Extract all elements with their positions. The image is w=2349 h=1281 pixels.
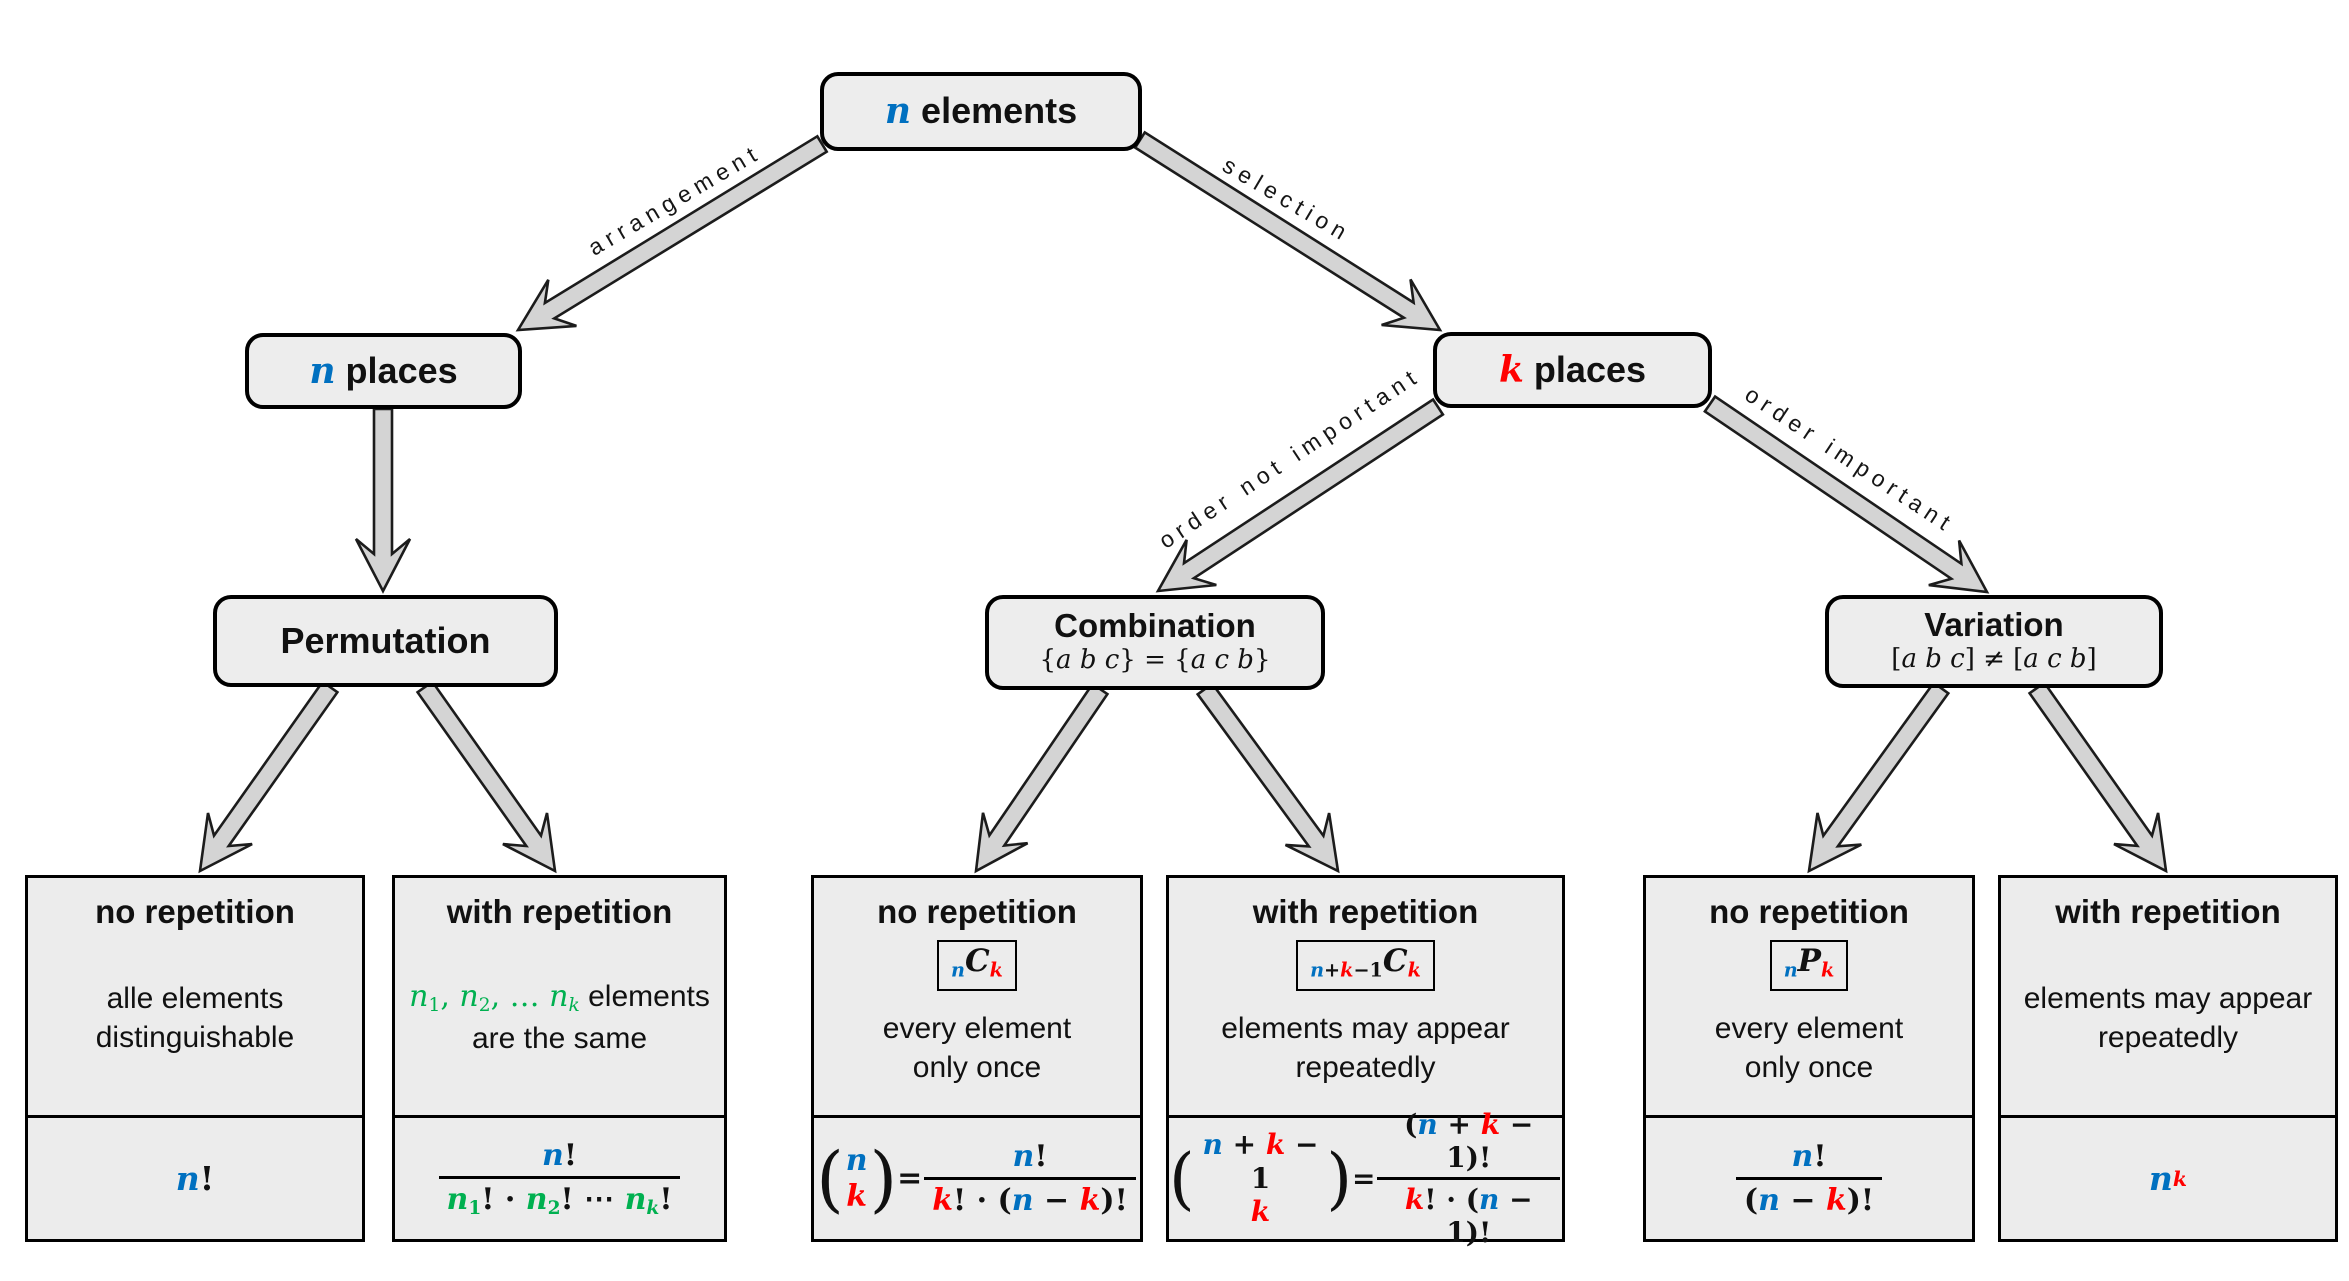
node-permutation: Permutation	[213, 595, 558, 687]
card-formula: n!	[175, 1159, 215, 1198]
description-line: n1, n2, … nk elements	[409, 979, 710, 1017]
card-formula: n!n1! · n2! ⋯ nk!	[395, 1118, 724, 1239]
description-line: elements may appear	[1221, 1011, 1510, 1045]
node-title: Variation	[1924, 606, 2064, 644]
card-description: every element only once	[883, 991, 1071, 1115]
description-line: alle elements	[106, 981, 284, 1015]
notation-box: n+k−1Ck	[1296, 940, 1435, 991]
card-heading: no repetition	[877, 893, 1077, 930]
card-heading: with repetition	[446, 893, 673, 930]
description-line: repeatedly	[2097, 1020, 2239, 1054]
edge-arrangement-arrow	[515, 134, 829, 332]
edge-permutation-with-rep-arrow	[415, 679, 557, 874]
card-description: n1, n2, … nk elements are the same	[409, 930, 710, 1115]
description-line: repeatedly	[1295, 1050, 1436, 1084]
node-k-places: k places	[1433, 332, 1712, 408]
card-heading: no repetition	[95, 893, 295, 930]
card-description: elements may appear repeatedly	[1221, 991, 1510, 1115]
edge-permutation-no-rep-arrow	[198, 679, 340, 874]
card-combination-with-repetition: with repetition n+k−1Ck elements may app…	[1166, 875, 1565, 1249]
card-variation-no-repetition: no repetition nPk every element only onc…	[1643, 875, 1975, 1242]
card-variation-with-repetition: with repetition elements may appear repe…	[1998, 875, 2338, 1242]
notation-box: nCk	[937, 940, 1017, 991]
node-subtitle: {a b c} = {a c b}	[1039, 644, 1271, 675]
card-description: alle elements distinguishable	[96, 930, 294, 1115]
node-title: k places	[1498, 348, 1647, 391]
description-line: only once	[912, 1050, 1042, 1084]
description-line: are the same	[471, 1021, 648, 1055]
node-title: Combination	[1054, 607, 1256, 645]
description-line: elements may appear	[2023, 981, 2313, 1015]
card-description: every element only once	[1715, 991, 1903, 1115]
edge-selection-arrow	[1133, 130, 1443, 332]
card-heading: with repetition	[2055, 893, 2281, 930]
edge-variation-with-rep-arrow	[2027, 680, 2168, 874]
description-line: every element	[882, 1011, 1072, 1045]
node-combination: Combination {a b c} = {a c b}	[985, 595, 1325, 690]
card-description: elements may appear repeatedly	[2024, 930, 2313, 1115]
card-combination-no-repetition: no repetition nCk every element only onc…	[811, 875, 1143, 1242]
node-n-places: n places	[245, 333, 522, 409]
node-title: Permutation	[280, 620, 491, 662]
card-heading: no repetition	[1709, 893, 1909, 930]
edge-combination-with-rep-arrow	[1195, 681, 1340, 874]
description-line: distinguishable	[95, 1020, 295, 1054]
edge-order-not-important-arrow	[1155, 397, 1445, 593]
edge-variation-no-rep-arrow	[1807, 680, 1951, 874]
notation-box: nPk	[1769, 940, 1849, 991]
node-title: n elements	[884, 90, 1078, 133]
description-line: only once	[1744, 1050, 1874, 1084]
edge-combination-no-rep-arrow	[974, 682, 1110, 874]
node-variation: Variation [a b c] ≠ [a c b]	[1825, 595, 2163, 688]
card-permutation-no-repetition: no repetition alle elements distinguisha…	[25, 875, 365, 1242]
card-formula: n!(n − k)!	[1646, 1118, 1972, 1239]
card-heading: with repetition	[1252, 893, 1479, 930]
edge-n-places-permutation-arrow	[354, 407, 412, 594]
node-n-elements: n elements	[820, 72, 1142, 151]
node-subtitle: [a b c] ≠ [a c b]	[1891, 643, 2097, 674]
edge-order-important-arrow	[1703, 394, 1990, 594]
node-title: n places	[309, 349, 458, 392]
card-permutation-with-repetition: with repetition n1, n2, … nk elements ar…	[392, 875, 727, 1242]
description-line: every element	[1714, 1011, 1904, 1045]
